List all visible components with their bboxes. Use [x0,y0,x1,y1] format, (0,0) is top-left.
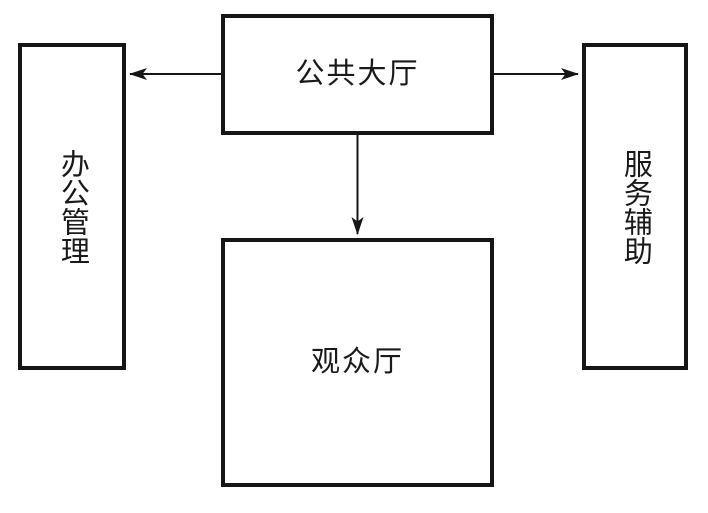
node-office-management: 办公管理 [18,43,126,370]
node-service-support: 服务辅助 [582,43,688,370]
node-auditorium: 观众厅 [221,238,494,487]
node-office-management-label: 办公管理 [56,148,89,265]
node-service-support-label: 服务辅助 [619,148,652,265]
node-public-hall-label: 公共大厅 [295,58,420,90]
node-public-hall: 公共大厅 [221,14,494,135]
node-auditorium-label: 观众厅 [310,346,404,378]
